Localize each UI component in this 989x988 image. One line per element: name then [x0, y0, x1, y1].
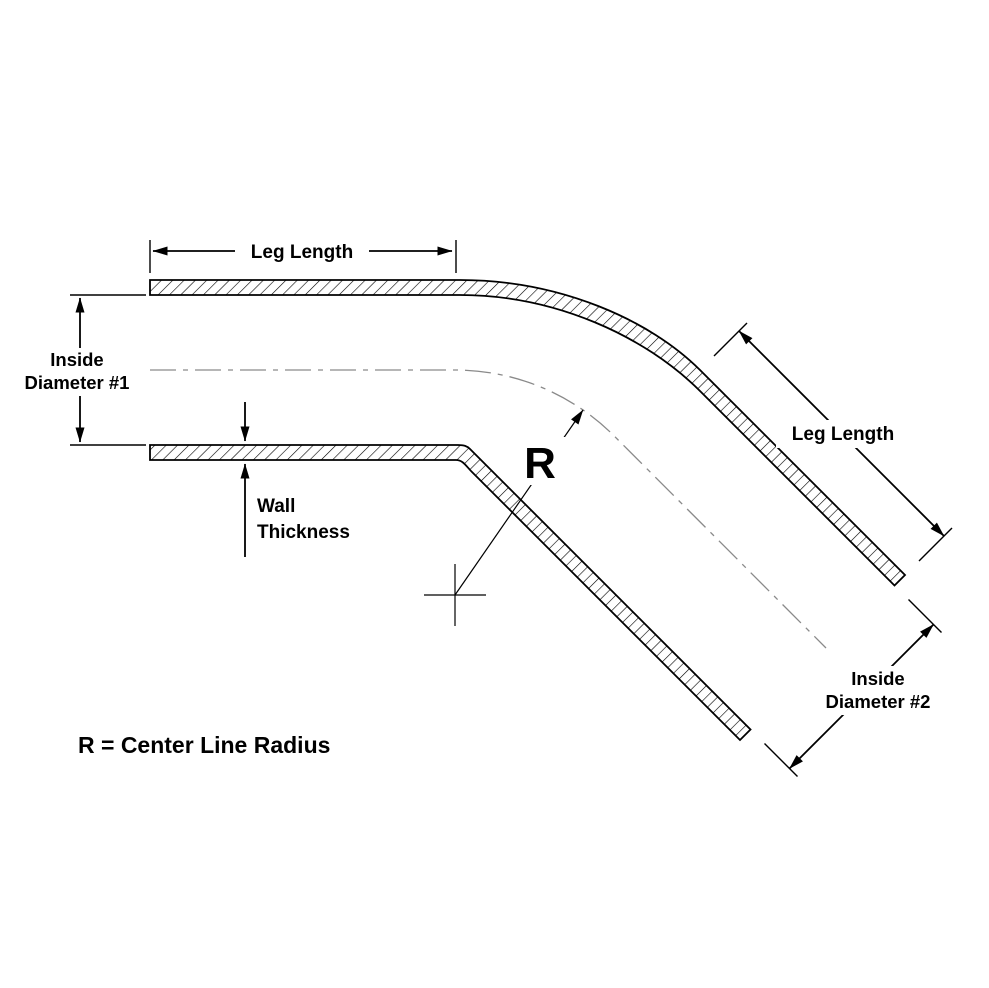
id1-label-line1: Inside: [50, 349, 103, 370]
id2-label-mask: [806, 666, 952, 715]
tube-centerline: [150, 369, 827, 649]
radius-note-label: R = Center Line Radius: [78, 732, 330, 758]
tube-lower-wall: [149, 444, 752, 742]
right-leg-length-label: Leg Length: [792, 424, 894, 445]
wall-thickness-label-line2: Thickness: [257, 522, 350, 543]
id1-label-line2: Diameter #1: [25, 372, 130, 393]
right-dim-extension-upper: [713, 322, 748, 357]
top-leg-length-label: Leg Length: [251, 242, 353, 263]
top-leg-length-label-mask: [235, 236, 369, 265]
right-leg-length-label-mask: [776, 420, 910, 448]
id2-extension-upper: [908, 599, 942, 633]
id2-label-line1: Inside: [851, 668, 904, 689]
id1-label-mask: [14, 348, 142, 396]
radius-symbol-label: R: [524, 439, 556, 488]
id2-label-line2: Diameter #2: [826, 691, 931, 712]
id2-extension-lower: [764, 743, 798, 777]
right-dim-extension-lower: [918, 527, 953, 562]
radius-label-mask: [514, 437, 566, 485]
wall-thickness-label-line1: Wall: [257, 496, 295, 517]
